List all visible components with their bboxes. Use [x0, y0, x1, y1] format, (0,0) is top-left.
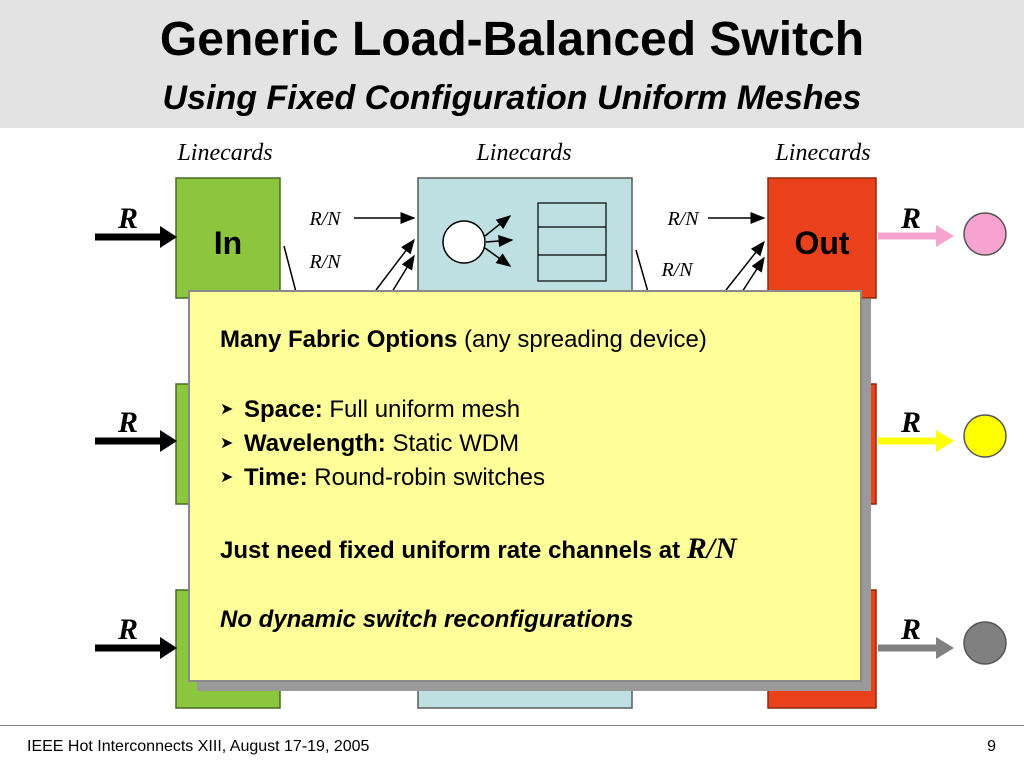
- linecards-label-input: Linecards: [177, 140, 273, 166]
- output-port-yellow: [963, 414, 1007, 458]
- page-title: Generic Load-Balanced Switch: [159, 13, 865, 66]
- input-arrowhead-3: [160, 637, 177, 659]
- output-arrowhead-3: [936, 637, 954, 659]
- mesh-rate-label: R/N: [660, 259, 694, 281]
- spread-arrow: [484, 247, 512, 267]
- bullet-desc: Full uniform mesh: [322, 396, 521, 423]
- output-linecard-1: [767, 177, 877, 299]
- spreader-node: [442, 220, 486, 264]
- callout-no-reconfig-note: No dynamic switch reconfigurations: [220, 606, 634, 633]
- input-arrowhead-2: [160, 430, 177, 452]
- title-bar: [0, 0, 1024, 128]
- slide-number: 9: [987, 738, 996, 755]
- mesh-link: [375, 238, 415, 291]
- arrowhead-bullet-icon: ➤: [220, 401, 234, 418]
- output-rate-label-3: R: [900, 613, 921, 646]
- callout-fixed-rate-note: Just need fixed uniform rate channels at…: [220, 532, 737, 566]
- output-rate-label-2: R: [900, 406, 921, 439]
- bullet-term: Wavelength:: [244, 430, 386, 457]
- linecards-label-output: Linecards: [775, 140, 871, 166]
- mesh-link: [283, 245, 297, 293]
- input-rate-label-1: R: [117, 202, 138, 235]
- mesh-link: [741, 256, 765, 293]
- fixed-rate-text: Just need fixed uniform rate channels at: [220, 537, 687, 564]
- callout-heading-rest: (any spreading device): [457, 326, 707, 353]
- page-subtitle: Using Fixed Configuration Uniform Meshes: [162, 79, 862, 117]
- callout-bullet-time: ➤ Time: Round-robin switches: [220, 464, 545, 492]
- output-rate-label-1: R: [900, 202, 921, 235]
- output-arrowhead-2: [936, 430, 954, 452]
- fabric-queue-box: [537, 202, 607, 282]
- footer-divider: [0, 725, 1024, 726]
- input-rate-label-3: R: [117, 613, 138, 646]
- callout-heading: Many Fabric Options (any spreading devic…: [220, 326, 707, 354]
- callout-heading-bold: Many Fabric Options: [220, 326, 458, 353]
- fixed-rate-value: R/N: [686, 532, 737, 565]
- linecards-label-middle: Linecards: [476, 140, 572, 166]
- arrowhead-bullet-icon: ➤: [220, 469, 234, 486]
- output-label: Out: [794, 225, 849, 261]
- mesh-rate-label: R/N: [308, 251, 342, 273]
- mesh-link: [391, 254, 415, 293]
- output-arrowhead-1: [936, 225, 954, 247]
- mesh-rate-label: R/N: [666, 208, 700, 230]
- input-linecard-1: [175, 177, 281, 299]
- output-port-pink: [963, 212, 1007, 256]
- input-label: In: [214, 225, 242, 261]
- mesh-link: [725, 240, 765, 291]
- callout-bullet-space: ➤ Space: Full uniform mesh: [220, 396, 520, 424]
- spread-arrow: [485, 235, 514, 248]
- bullet-desc: Static WDM: [385, 430, 520, 457]
- callout-bullet-wavelength: ➤ Wavelength: Static WDM: [220, 430, 519, 458]
- bullet-term: Time:: [244, 464, 308, 491]
- bullet-desc: Round-robin switches: [307, 464, 546, 491]
- input-arrowhead-1: [160, 226, 177, 248]
- footer-conference: IEEE Hot Interconnects XIII, August 17-1…: [27, 738, 370, 755]
- bullet-term: Space:: [244, 396, 323, 423]
- output-port-gray: [963, 621, 1007, 665]
- input-rate-label-2: R: [117, 406, 138, 439]
- mesh-rate-label: R/N: [308, 208, 342, 230]
- mesh-link: [635, 249, 649, 293]
- arrowhead-bullet-icon: ➤: [220, 435, 234, 452]
- fabric-options-callout: Many Fabric Options (any spreading devic…: [188, 290, 862, 682]
- spread-arrow: [484, 215, 512, 237]
